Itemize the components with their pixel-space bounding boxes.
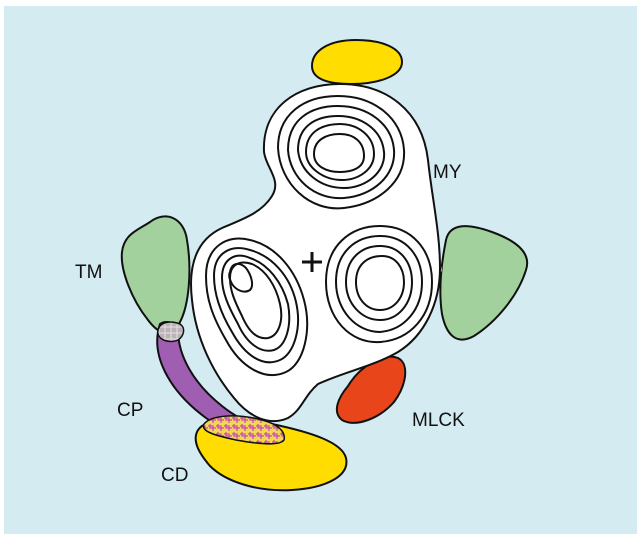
label-my: MY: [433, 162, 462, 183]
label-mlck: MLCK: [412, 410, 465, 431]
label-cd: CD: [161, 465, 188, 486]
tm-region: [122, 216, 190, 333]
label-cp: CP: [117, 400, 143, 421]
right-green-region: [440, 226, 527, 339]
label-tm: TM: [75, 262, 102, 283]
tm-cp-overlap: [158, 322, 184, 342]
top-yellow-region: [312, 40, 402, 84]
